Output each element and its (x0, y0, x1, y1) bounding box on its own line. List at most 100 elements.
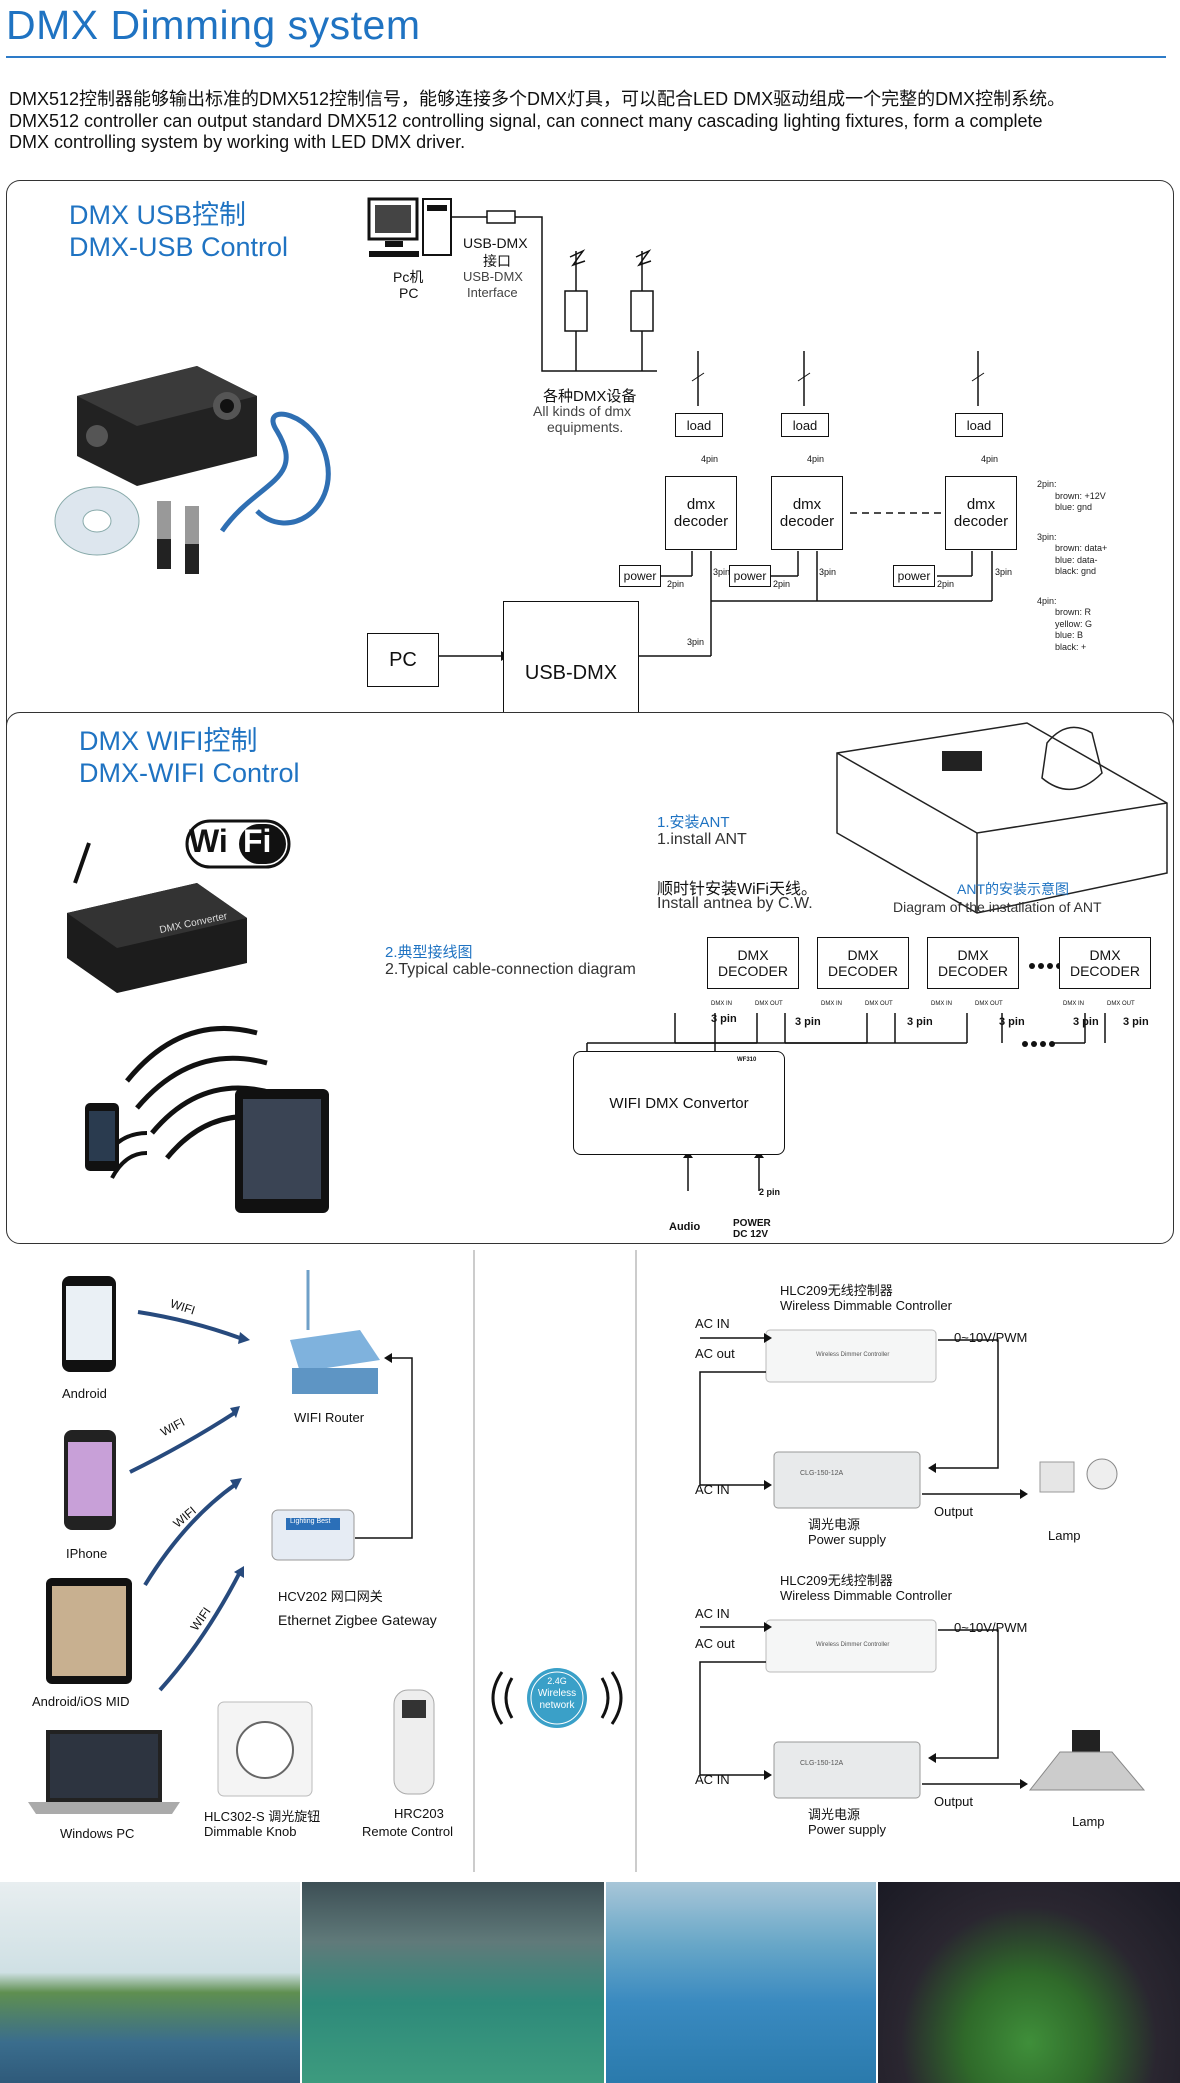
decoder-dmx-text: DMX (737, 947, 769, 963)
step1-en: 1.install ANT (657, 831, 747, 848)
pwm-label-2: 0~10V/PWM (954, 1620, 1028, 1635)
intro-en-1: DMX512 controller can output standard DM… (9, 111, 1043, 131)
equip-label-en-2: equipments. (547, 419, 624, 435)
pc-label-zh: Pc机 (393, 269, 424, 285)
pin-label-2-1: 2pin (667, 579, 685, 589)
pc-box: PC (367, 633, 439, 687)
legend-line: yellow: G (1055, 618, 1093, 629)
usb-title-zh: DMX USB控制 (69, 200, 247, 230)
pin-legend: 2pin: brown: +12V blue: gnd 3pin: brown:… (1037, 479, 1137, 653)
output-label-2: Output (934, 1794, 974, 1809)
ac-out-label-2: AC out (695, 1636, 735, 1651)
legend-line: brown: R (1055, 607, 1092, 617)
dmx-out-1: DMX OUT (755, 1001, 783, 1007)
lamp-label-1: Lamp (1048, 1528, 1081, 1543)
wifi-dmx-convertor-box: WIFI DMX Convertor (573, 1051, 785, 1155)
usb-title-en: DMX-USB Control (69, 232, 289, 262)
lamp-label-2: Lamp (1072, 1814, 1105, 1829)
convertor-model: WF310 (737, 1057, 757, 1063)
usb-panel: DMX USB控制 DMX-USB Control (6, 180, 1174, 744)
decoder-text: DECODER (1069, 963, 1140, 979)
wifi-pin-4: 3 pin (999, 1016, 1025, 1028)
decoder-dmx-text: dmx (686, 496, 716, 513)
decoder-text: DECODER (827, 963, 898, 979)
dmx-out-2: DMX OUT (865, 1001, 893, 1007)
legend-line: brown: data+ (1055, 543, 1108, 553)
decoder-dmx-text: dmx (966, 496, 996, 513)
legend-line: blue: gnd (1055, 502, 1093, 512)
zigbee-label-1: 2.4G (547, 1676, 567, 1686)
power-label-2: DC 12V (733, 1229, 769, 1240)
wifi-pin-2: 3 pin (795, 1016, 821, 1028)
wifi-pin-1: 3 pin (711, 1013, 737, 1025)
tablet-label: Android/iOS MID (32, 1694, 130, 1709)
decoder-text: decoder (673, 513, 729, 530)
output-label-1: Output (934, 1504, 974, 1519)
wifi-pin-3: 3 pin (907, 1016, 933, 1028)
usb-dmx-box-image (54, 366, 331, 574)
decoder-text: DECODER (937, 963, 1008, 979)
ac-in-label-4: AC IN (695, 1772, 730, 1787)
usb-diagram-lines (54, 197, 993, 661)
pin-label-3-1: 3pin (713, 567, 731, 577)
usb-interface-4: Interface (467, 285, 518, 300)
windows-label: Windows PC (60, 1826, 135, 1841)
pin-label-3-bus: 3pin (687, 637, 705, 647)
legend-line: black: + (1055, 641, 1087, 652)
usb-interface-2: 接口 (483, 253, 511, 269)
ant-en: Diagram of the installation of ANT (893, 899, 1102, 915)
dmx-out-4: DMX OUT (1107, 1001, 1135, 1007)
remote-label-2: Remote Control (362, 1824, 454, 1839)
usb-interface-3: USB-DMX (463, 269, 523, 284)
gateway-model-label: HCV202 网口网关 (278, 1589, 383, 1604)
pin-label-3-3: 3pin (995, 567, 1013, 577)
pwm-label-1: 0~10V/PWM (954, 1330, 1028, 1345)
zigbee-label-2: Wireless (537, 1688, 577, 1699)
load-box-1: load (675, 413, 723, 437)
cw-en: Install antnea by C.W. (657, 895, 813, 912)
pin-label-3-2: 3pin (819, 567, 837, 577)
knob-label-1: HLC302-S 调光旋钮 (204, 1809, 321, 1824)
router-label: WIFI Router (294, 1410, 365, 1425)
intro-zh: DMX512控制器能够输出标准的DMX512控制信号，能够连接多个DMX灯具，可… (9, 89, 1066, 109)
wifi-diagram-lines (67, 722, 1168, 1213)
decoder-dmx-text: DMX (847, 947, 879, 963)
ctrl-device-label-1: Wireless Dimmer Controller (816, 1352, 890, 1358)
decoder-text: decoder (779, 513, 835, 530)
knob-label-2: Dimmable Knob (204, 1824, 297, 1839)
load-box-2: load (781, 413, 829, 437)
decoder-text: DECODER (717, 963, 788, 979)
ps-label-en-2: Power supply (808, 1822, 887, 1837)
legend-line: blue: data- (1055, 554, 1098, 565)
power-box-1: power (619, 565, 661, 587)
audio-label: Audio (669, 1221, 701, 1233)
pin-label-2-3: 2pin (937, 579, 955, 589)
gateway-screen-label: Lighting Best (290, 1518, 331, 1525)
ps-device-label-2: CLG-150-12A (800, 1760, 844, 1767)
wifi-label-3: WIFI (170, 1503, 199, 1531)
page-title: DMX Dimming system (6, 2, 421, 48)
power-box-3: power (893, 565, 935, 587)
dmx-in-1: DMX IN (711, 1001, 732, 1007)
iphone-label: IPhone (66, 1546, 108, 1561)
ctrl-device-label-2: Wireless Dimmer Controller (816, 1642, 890, 1648)
pin-label-4-3: 4pin (981, 454, 999, 464)
pc-icon-graphic (367, 197, 452, 257)
android-label: Android (62, 1386, 107, 1401)
decoder-text: decoder (953, 513, 1009, 530)
title-underline (6, 56, 1166, 58)
legend-line: 2pin: (1037, 479, 1057, 489)
wifi-label-1: WIFI (168, 1296, 197, 1318)
wifi-logo-fi: Fi (243, 823, 272, 859)
power-label-1: POWER (733, 1218, 771, 1229)
wifi-title-zh: DMX WIFI控制 (79, 726, 258, 756)
step1-zh: 1.安装ANT (657, 814, 730, 831)
ac-in-label-1: AC IN (695, 1316, 730, 1331)
decoder-dmx-text: DMX (1089, 947, 1121, 963)
